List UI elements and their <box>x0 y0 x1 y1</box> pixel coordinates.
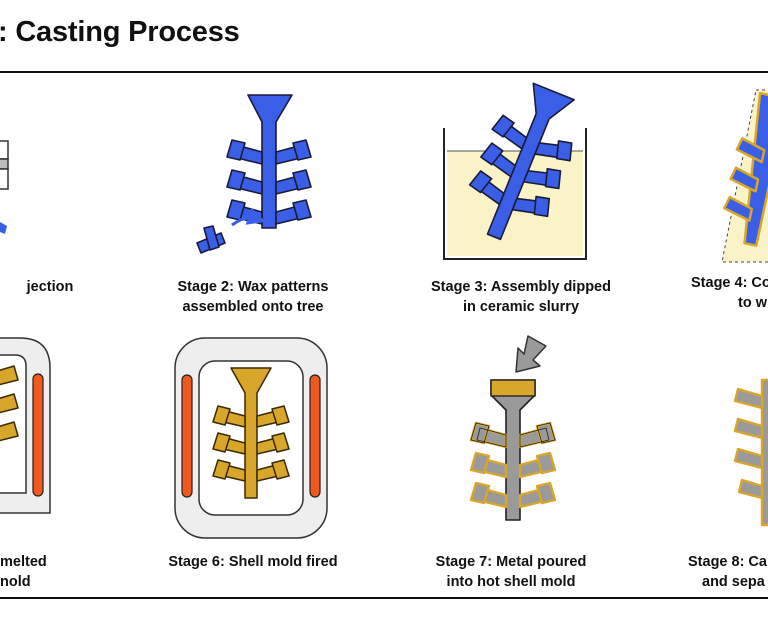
stage-2-illustration <box>196 94 312 254</box>
stage-3-caption: Stage 3: Assembly dipped in ceramic slur… <box>401 277 641 317</box>
stage-6-caption: Stage 6: Shell mold fired <box>133 552 373 572</box>
bottom-rule <box>0 597 768 599</box>
stage-3-caption-line2: in ceramic slurry <box>462 299 580 315</box>
stage-1-caption-line1: jection <box>26 279 74 295</box>
stage-3-illustration <box>443 82 587 260</box>
top-rule <box>0 71 768 73</box>
diagram-title: : Casting Process <box>0 16 240 48</box>
stage-8-caption-line1: Stage 8: Ca <box>688 554 767 570</box>
stage-5-caption: melted nold <box>0 552 60 592</box>
stage-5-illustration <box>0 337 51 514</box>
stage-1-illustration <box>0 140 9 234</box>
stage-7-illustration <box>469 335 557 521</box>
stage-7-caption: Stage 7: Metal poured into hot shell mol… <box>391 552 631 592</box>
stage-1-caption: jection <box>0 277 170 297</box>
stage-7-caption-line1: Stage 7: Metal poured <box>435 554 587 570</box>
stage-6-caption-line1: Stage 6: Shell mold fired <box>168 554 338 570</box>
stage-2-caption-line2: assembled onto tree <box>182 299 324 315</box>
stage-5-caption-line2: nold <box>0 574 31 590</box>
stage-8-illustration <box>733 378 768 527</box>
stage-4-caption-line1: Stage 4: Co <box>691 275 768 291</box>
stage-5-caption-line1: melted <box>0 554 47 570</box>
stage-3-caption-line1: Stage 3: Assembly dipped <box>431 279 611 295</box>
stage-8-caption-line2: and sepa <box>702 574 765 590</box>
stage-4-illustration <box>721 89 768 263</box>
stage-2-caption: Stage 2: Wax patterns assembled onto tre… <box>133 277 373 317</box>
stage-4-caption: Stage 4: Co to w <box>691 273 768 313</box>
stage-2-caption-line1: Stage 2: Wax patterns <box>177 279 329 295</box>
stage-7-caption-line2: into hot shell mold <box>446 574 576 590</box>
stage-8-caption: Stage 8: Ca and sepa <box>688 552 768 592</box>
stage-6-illustration <box>174 337 328 539</box>
stage-4-caption-line2: to w <box>738 295 767 311</box>
